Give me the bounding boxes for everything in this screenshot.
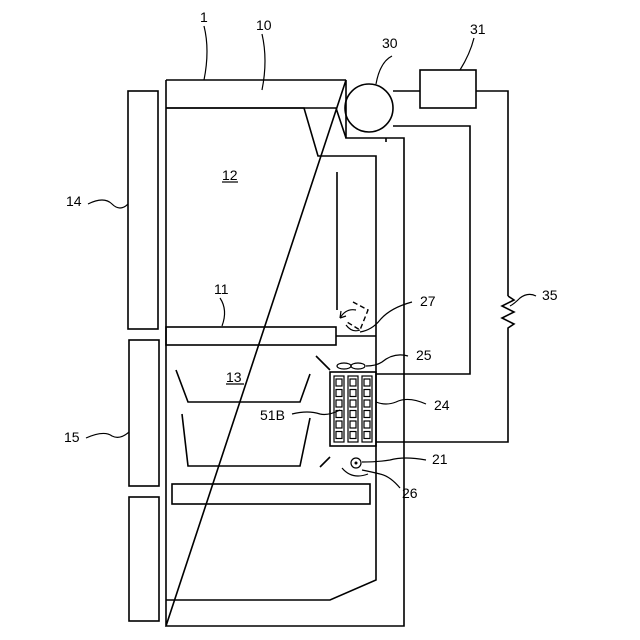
leader-25: [366, 355, 408, 366]
drawer-upper: [176, 370, 310, 402]
door-15: [129, 340, 159, 486]
evaporator-fin: [336, 432, 342, 439]
fan-25: [337, 363, 365, 369]
evaporator-fin: [364, 421, 370, 428]
label-35: 35: [542, 287, 558, 303]
door-14: [128, 91, 158, 329]
label-15: 15: [64, 429, 80, 445]
duct-line: [316, 356, 330, 370]
label-14: 14: [66, 193, 82, 209]
heater-26: [342, 468, 368, 476]
capillary-35: [376, 296, 514, 442]
leader-11: [220, 298, 225, 326]
label-21: 21: [432, 451, 448, 467]
leader-14: [88, 200, 128, 208]
label-30: 30: [382, 35, 398, 51]
label-24: 24: [434, 397, 450, 413]
evaporator-fin: [350, 411, 356, 418]
evaporator-fin: [336, 390, 342, 397]
evaporator-fin: [336, 421, 342, 428]
evaporator-fin: [364, 379, 370, 386]
component-21-center: [355, 462, 358, 465]
evaporator-fin: [364, 400, 370, 407]
leader-15: [86, 432, 129, 438]
label-11: 11: [214, 281, 229, 297]
label-12: 12: [222, 167, 238, 183]
evaporator-fin: [350, 432, 356, 439]
evaporator-fin: [364, 411, 370, 418]
compressor-30: [345, 84, 393, 132]
label-51b: 51B: [260, 407, 285, 423]
evaporator-fin: [364, 390, 370, 397]
label-10: 10: [256, 17, 272, 33]
leader-51b: [292, 410, 340, 415]
label-31: 31: [470, 21, 486, 37]
evaporator-fin: [350, 379, 356, 386]
leader-1: [204, 26, 207, 80]
drawer-lower: [182, 414, 310, 466]
evaporator-fin: [364, 432, 370, 439]
evaporator-fin: [350, 390, 356, 397]
duct-line-lower: [320, 457, 330, 467]
label-1: 1: [200, 9, 208, 25]
box-31: [420, 70, 476, 108]
leader-31: [460, 38, 474, 70]
leader-26: [362, 470, 400, 488]
evaporator-24: [330, 372, 376, 446]
pipe-31-to-35: [476, 91, 508, 296]
evaporator-fin: [336, 400, 342, 407]
door-lower: [129, 497, 159, 621]
label-26: 26: [402, 485, 418, 501]
pipe-suction: [376, 126, 470, 374]
label-25: 25: [416, 347, 432, 363]
leader-10: [262, 34, 265, 90]
evaporator-fin: [336, 379, 342, 386]
leader-21: [362, 458, 426, 462]
leader-24: [376, 399, 426, 404]
leader-30: [376, 56, 392, 84]
evaporator-fin: [350, 421, 356, 428]
label-27: 27: [420, 293, 436, 309]
partition-11: [166, 327, 336, 345]
damper-27: [347, 302, 368, 330]
evaporator-fin: [350, 400, 356, 407]
cabinet-outer-wall: [166, 80, 404, 626]
label-13: 13: [226, 369, 242, 385]
inner-liner: [166, 108, 376, 600]
bottom-drawer: [172, 484, 370, 504]
